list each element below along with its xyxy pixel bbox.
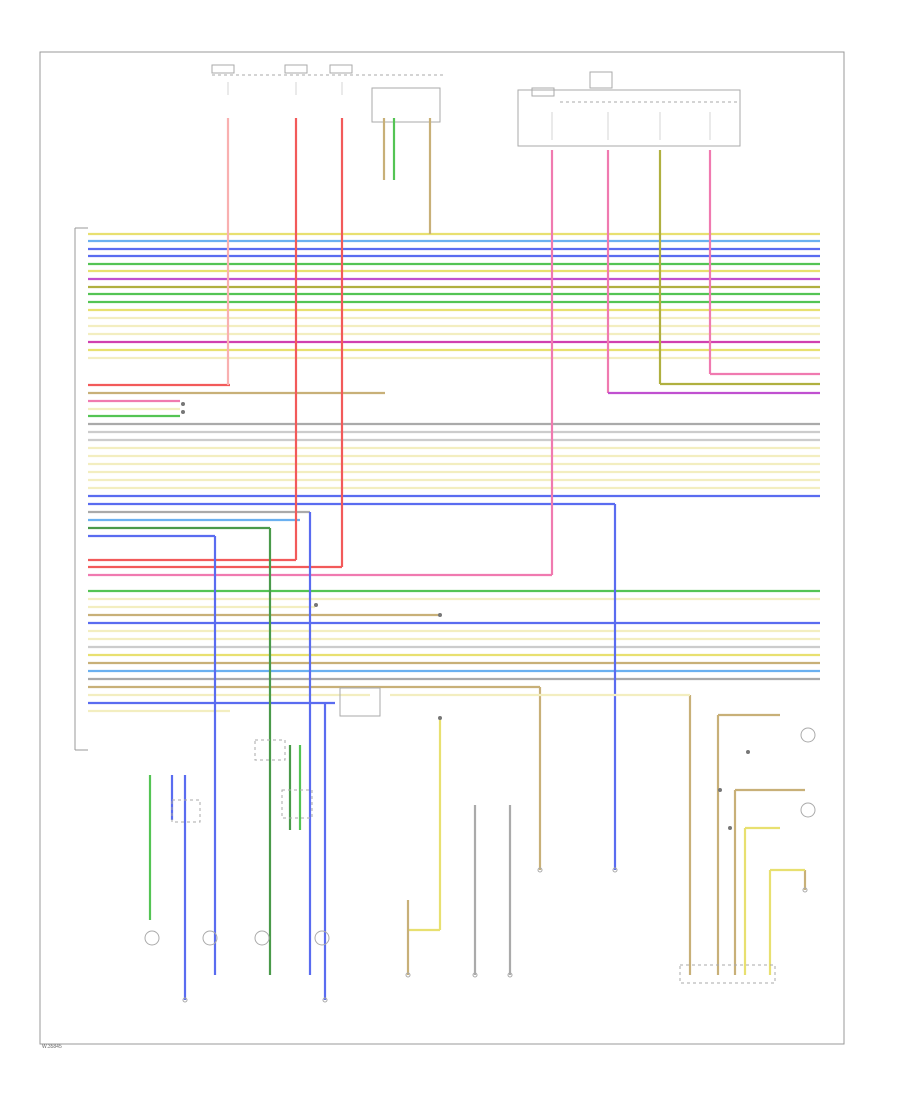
sensor-icon xyxy=(800,727,816,743)
ground-icon xyxy=(537,867,543,873)
bottom-sensors xyxy=(144,687,816,984)
vertical-feed-wires xyxy=(226,118,820,575)
ground-icon xyxy=(182,997,188,1003)
ground-icon xyxy=(507,972,513,978)
ground-icon xyxy=(405,972,411,978)
sensor-icon xyxy=(202,930,218,946)
top-fuse-group-left xyxy=(211,64,445,123)
sensor-icon xyxy=(144,930,160,946)
main-connector xyxy=(74,227,88,751)
ground-icon xyxy=(322,997,328,1003)
diagram-frame xyxy=(39,51,845,1045)
horizontal-wire-bus xyxy=(88,232,820,713)
diagram-code: W.35845 xyxy=(42,1044,62,1050)
splice-dots xyxy=(181,402,750,830)
ground-icon xyxy=(472,972,478,978)
sensor-icon xyxy=(800,802,816,818)
sensor-icon xyxy=(254,930,270,946)
top-fuse-group-right xyxy=(517,71,741,147)
sensor-icon xyxy=(314,930,330,946)
vertical-component-wires xyxy=(148,504,807,1000)
ground-icon xyxy=(612,867,618,873)
ground-terminals xyxy=(182,867,808,1003)
ground-icon xyxy=(802,887,808,893)
